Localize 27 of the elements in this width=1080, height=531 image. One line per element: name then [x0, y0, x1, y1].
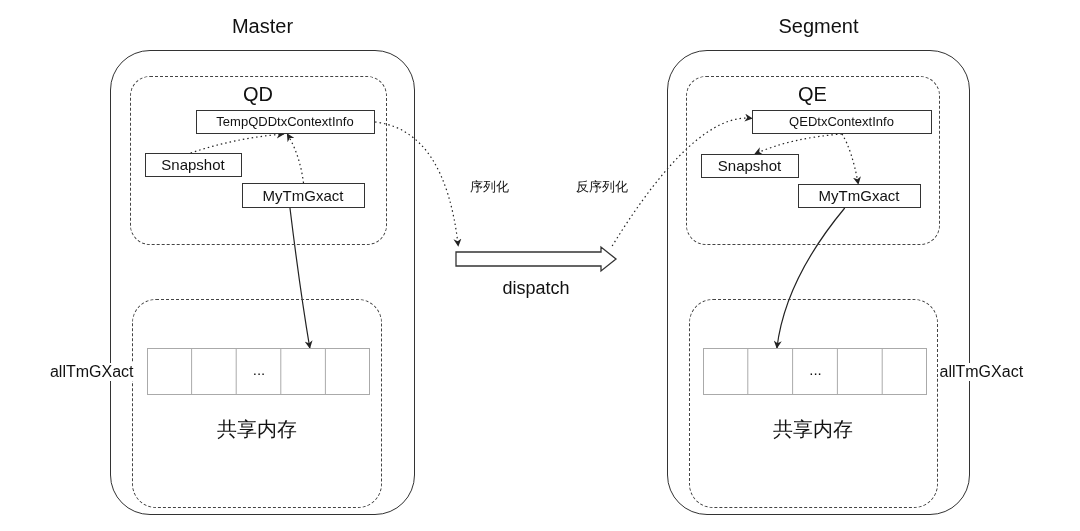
- region-title: 共享内存: [215, 416, 298, 442]
- struct-box: TempQDDtxContextInfo: [195, 109, 375, 134]
- edge-label: 反序列化: [574, 178, 630, 196]
- region-title: QD: [242, 82, 274, 106]
- region-title: QE: [797, 82, 828, 106]
- server-title: Master: [230, 15, 295, 38]
- region-title: 共享内存: [772, 416, 854, 442]
- arrow: [774, 207, 846, 349]
- ellipsis-text: ...: [808, 360, 823, 378]
- dotted-arrow: [374, 121, 462, 247]
- array-label: allTmGXact: [47, 362, 136, 381]
- dashed-region: [129, 75, 387, 245]
- dispatch-label: dispatch: [501, 278, 571, 299]
- struct-box: Snapshot: [700, 153, 799, 178]
- dotted-arrow: [611, 114, 753, 247]
- edge-label: 序列化: [468, 178, 511, 196]
- struct-box: Snapshot: [144, 152, 242, 177]
- dotted-arrow: [286, 133, 305, 184]
- array-label: allTmGXact: [937, 362, 1026, 381]
- struct-box: MyTmGxact: [797, 183, 921, 208]
- server-title: Segment: [777, 15, 860, 38]
- struct-box: MyTmGxact: [241, 182, 365, 208]
- dotted-arrow: [841, 133, 861, 185]
- struct-box: QEDtxContextInfo: [751, 109, 932, 134]
- dashed-region: [685, 75, 940, 245]
- ellipsis-text: ...: [251, 360, 267, 378]
- arrow: [289, 207, 313, 349]
